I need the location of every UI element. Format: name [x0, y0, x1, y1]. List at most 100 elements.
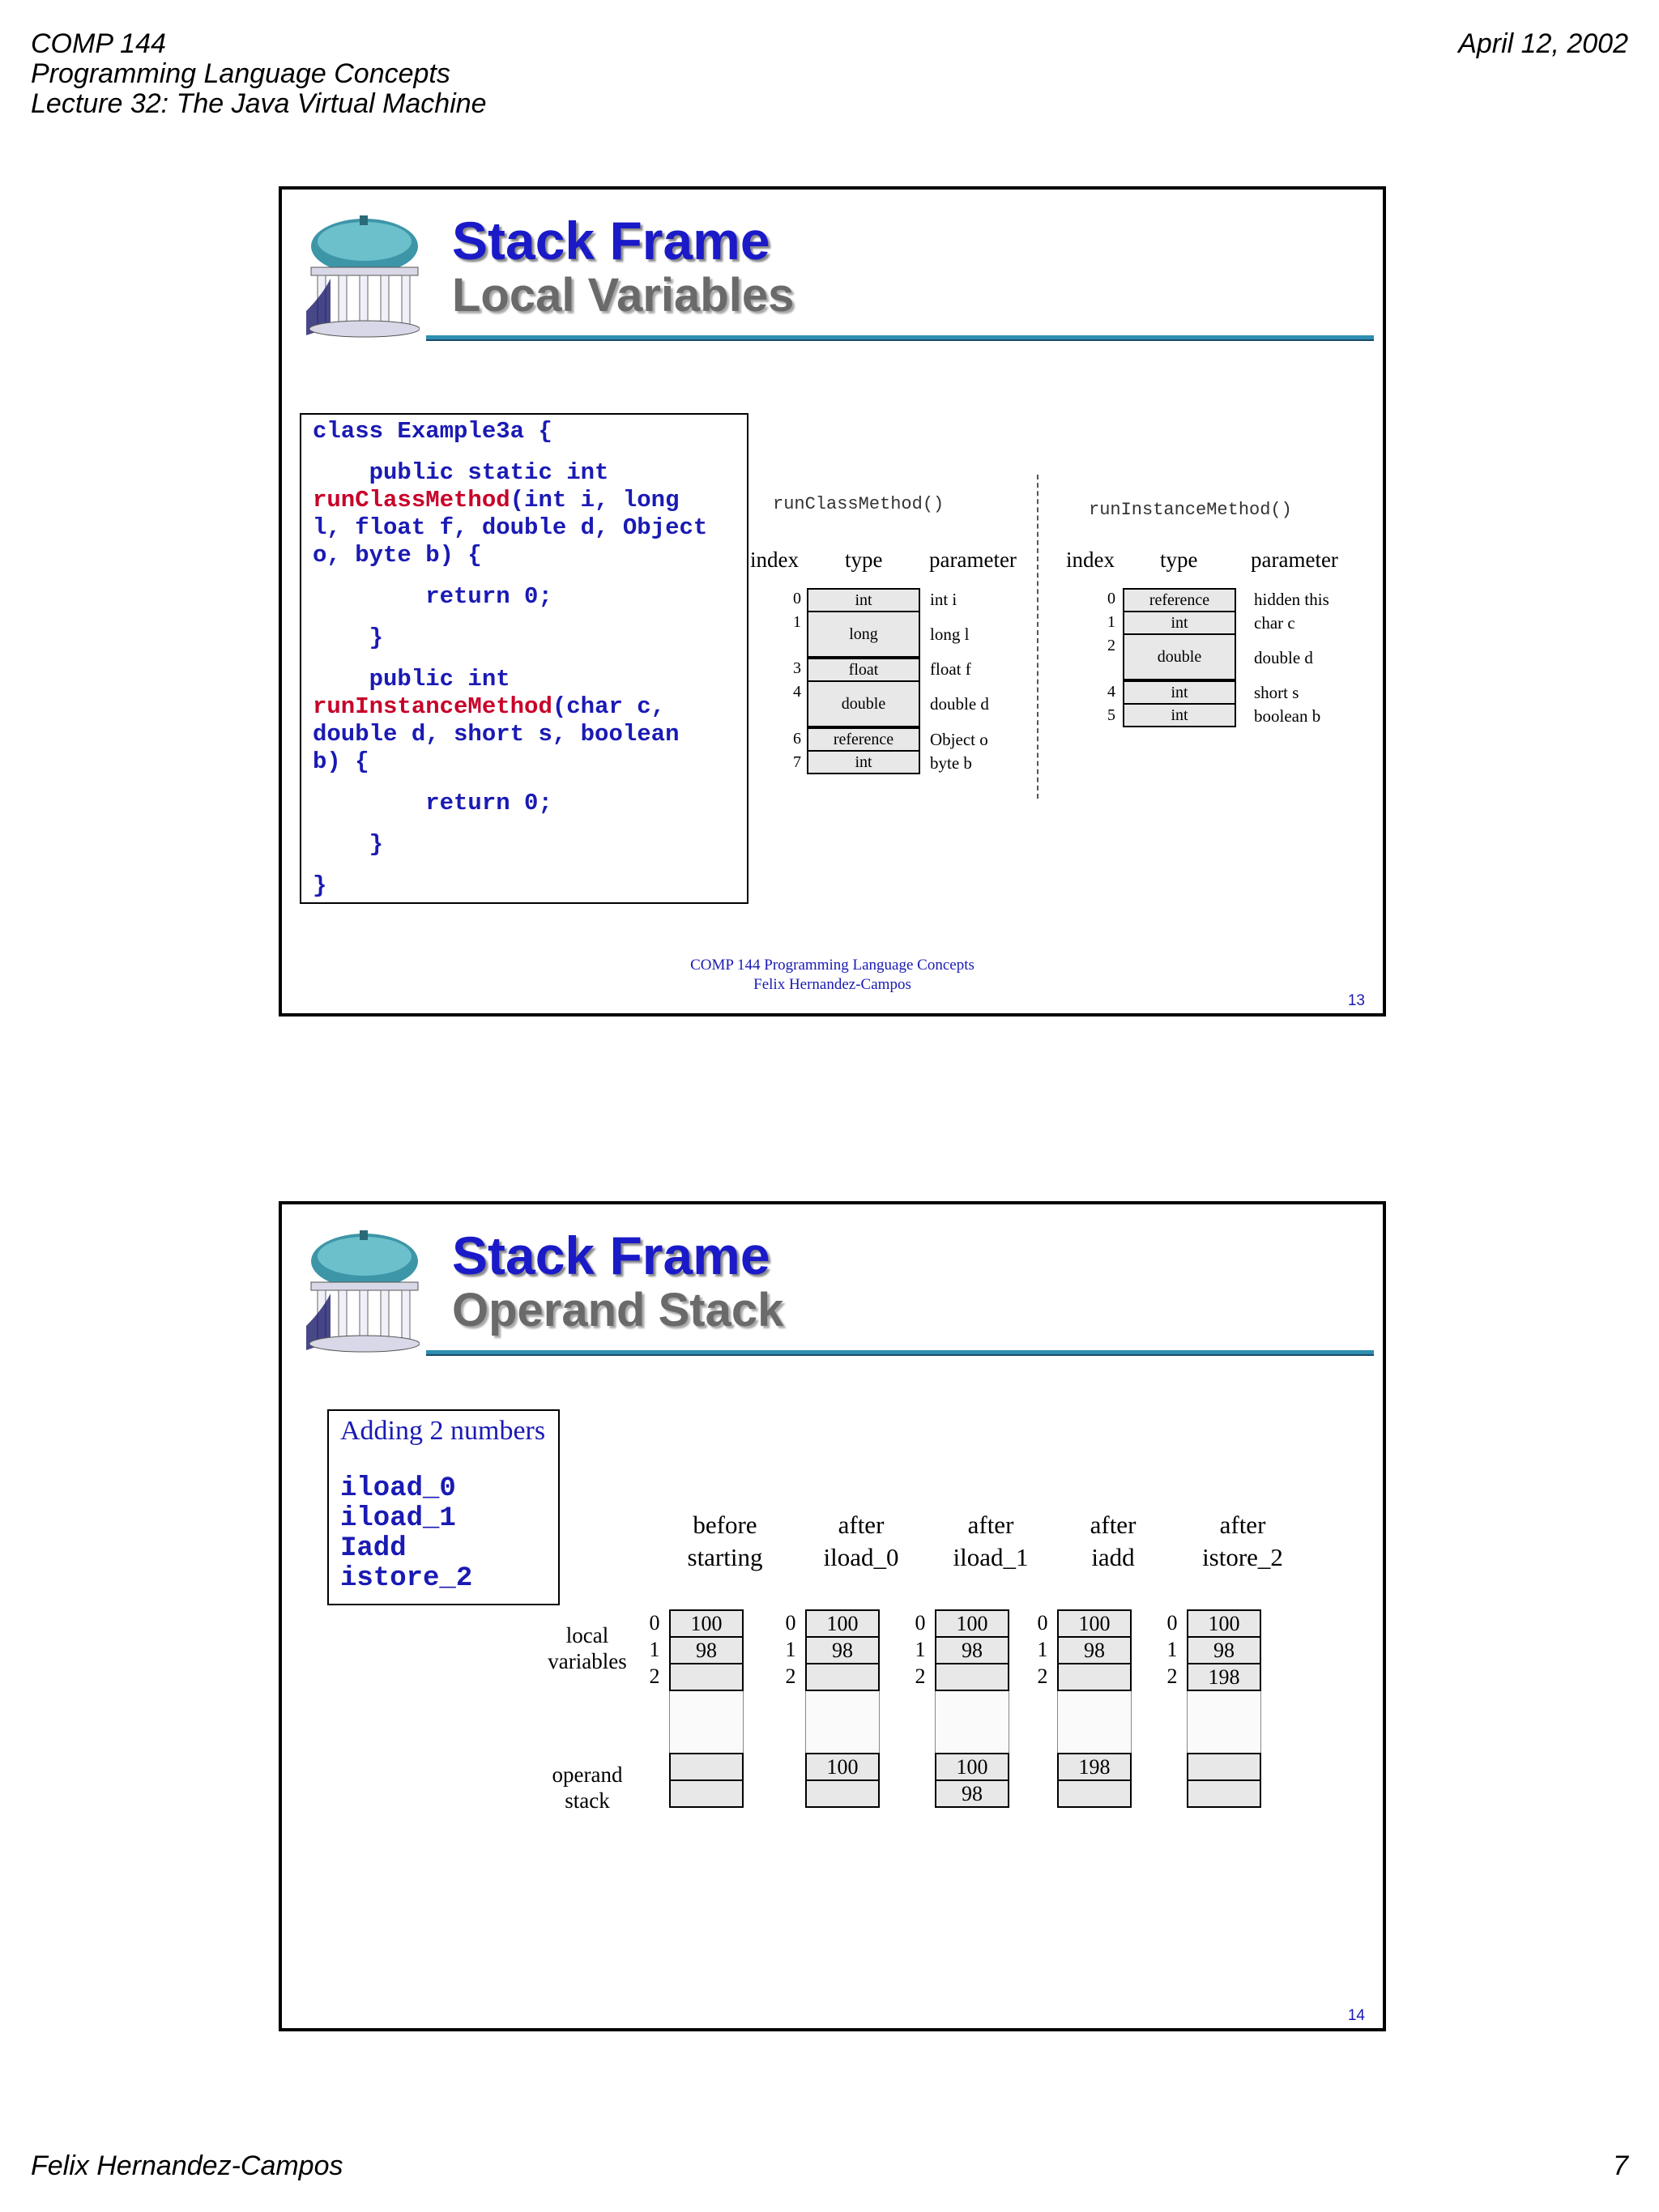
local-index: 0 [649, 1611, 660, 1634]
local-slot [1057, 1663, 1132, 1691]
slide-footer-line2: Felix Hernandez-Campos [753, 976, 911, 993]
page-date: April 12, 2002 [1458, 28, 1628, 59]
code-line: runInstanceMethod(char c, [313, 693, 665, 721]
slot-param: double d [1254, 648, 1313, 667]
local-slot: 98 [669, 1636, 744, 1664]
stage-header-line: istore_2 [1202, 1543, 1283, 1571]
slide-number: 13 [1347, 992, 1365, 1009]
stage-header-line: after [967, 1511, 1014, 1539]
code-line: class Example3a { [313, 418, 552, 445]
col-parameter: parameter [929, 548, 1017, 572]
col-index: index [750, 548, 799, 572]
stack-slot: 100 [935, 1753, 1009, 1781]
stack-slot: 100 [805, 1753, 880, 1781]
slot-type: int [1123, 611, 1236, 635]
slot-param: short s [1254, 683, 1299, 702]
label-line: local [565, 1623, 609, 1647]
col-type: type [845, 548, 883, 572]
slot-index: 1 [1107, 613, 1115, 631]
stage-header-line: after [1219, 1511, 1266, 1539]
slide-title: Stack Frame [452, 211, 770, 271]
title-divider [426, 1350, 1374, 1356]
slide-title: Stack Frame [452, 1225, 770, 1285]
instruction: iload_1 [340, 1503, 456, 1534]
local-slot: 100 [1187, 1609, 1261, 1638]
instruction: iload_0 [340, 1473, 456, 1504]
code-fragment: (char c, [552, 693, 666, 720]
stage-header-line: iload_0 [823, 1543, 899, 1571]
instruction-box-title: Adding 2 numbers [340, 1416, 546, 1446]
code-line: b) { [313, 748, 369, 775]
local-slot: 100 [1057, 1609, 1132, 1638]
code-line: l, float f, double d, Object [313, 514, 708, 541]
col-type: type [1160, 548, 1198, 572]
title-divider [426, 335, 1374, 341]
stage-header-line: iadd [1091, 1543, 1135, 1571]
local-index: 2 [649, 1664, 660, 1688]
slot-type: int [807, 588, 920, 612]
slot-index: 0 [1107, 590, 1115, 607]
local-index: 2 [1037, 1664, 1048, 1688]
slot-param: float f [930, 659, 971, 679]
slot-type: reference [807, 727, 920, 752]
slot-index: 2 [1107, 637, 1115, 654]
old-well-logo-icon [306, 1230, 420, 1353]
slot-index: 5 [1107, 706, 1115, 724]
stack-slot [669, 1753, 744, 1781]
frame-gap [1057, 1691, 1132, 1753]
code-line: return 0; [313, 583, 552, 610]
local-index: 1 [785, 1638, 796, 1661]
slot-param: long l [930, 624, 970, 644]
slot-index: 0 [793, 590, 801, 607]
code-line: } [313, 831, 384, 858]
code-line: } [313, 624, 384, 651]
slide-local-variables: Stack Frame Local Variables class Exampl… [279, 186, 1386, 1016]
label-line: operand [552, 1762, 623, 1787]
code-line: public int [313, 666, 510, 693]
slot-index: 4 [1107, 683, 1115, 701]
local-index: 0 [785, 1611, 796, 1634]
slot-index: 7 [793, 753, 801, 771]
slot-index: 1 [793, 613, 801, 631]
page-author: Felix Hernandez-Campos [31, 2150, 343, 2181]
local-index: 0 [1166, 1611, 1178, 1634]
stage-header-line: after [1090, 1511, 1137, 1539]
method-name: runInstanceMethod [313, 693, 552, 720]
local-index: 1 [1166, 1638, 1178, 1661]
stage-header: before starting [664, 1509, 786, 1574]
local-slot [669, 1663, 744, 1691]
method-name: runClassMethod [313, 487, 510, 514]
slot-index: 6 [793, 730, 801, 748]
slot-type: int [1123, 680, 1236, 705]
stage-header-line: starting [687, 1543, 763, 1571]
code-line: double d, short s, boolean [313, 721, 680, 748]
old-well-logo-icon [306, 215, 420, 338]
instruction-box: Adding 2 numbers iload_0 iload_1 Iadd is… [327, 1409, 560, 1605]
code-box: class Example3a { public static int runC… [300, 413, 748, 904]
slot-param: byte b [930, 753, 972, 773]
slide-footer-line1: COMP 144 Programming Language Concepts [690, 957, 975, 974]
local-slot: 98 [1057, 1636, 1132, 1664]
stage-header: after iload_0 [800, 1509, 922, 1574]
slide-subtitle: Local Variables [452, 269, 795, 322]
frame-gap [669, 1691, 744, 1753]
stack-slot [1057, 1779, 1132, 1808]
local-slot: 98 [935, 1636, 1009, 1664]
code-fragment: (int i, long [510, 487, 680, 514]
local-slot [805, 1663, 880, 1691]
local-slot: 100 [669, 1609, 744, 1638]
local-index: 1 [1037, 1638, 1048, 1661]
table-separator [1037, 475, 1038, 799]
stack-slot: 198 [1057, 1753, 1132, 1781]
slot-param: boolean b [1254, 706, 1321, 726]
stack-slot [1187, 1753, 1261, 1781]
slide-number: 14 [1347, 2007, 1365, 2024]
slide-subtitle: Operand Stack [452, 1284, 784, 1336]
slot-type: int [1123, 703, 1236, 727]
code-line: o, byte b) { [313, 542, 482, 569]
stage-header-line: before [693, 1511, 757, 1539]
slot-type: reference [1123, 588, 1236, 612]
slot-type: float [807, 658, 920, 682]
code-line: } [313, 872, 327, 899]
stack-slot: 98 [935, 1779, 1009, 1808]
